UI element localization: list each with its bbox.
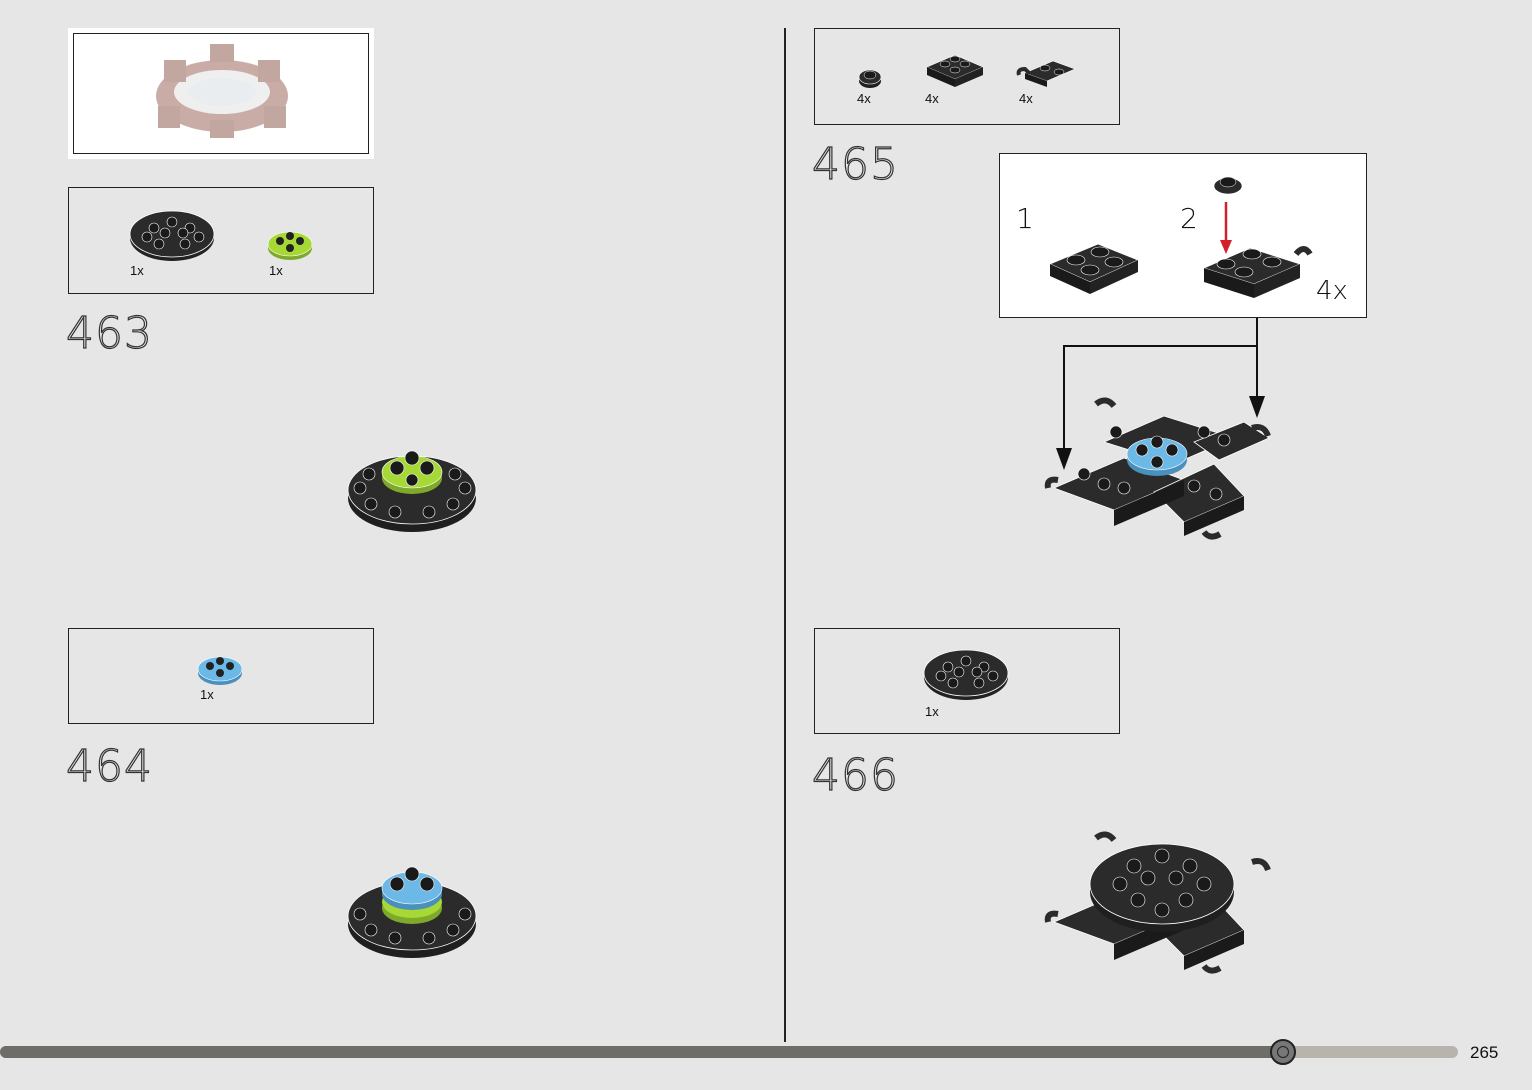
round-plate-2x2-azure-icon <box>197 651 247 691</box>
round-plate-4x4-black-icon <box>129 204 219 264</box>
part-quantity: 4x <box>1019 91 1033 106</box>
page-number: 265 <box>1470 1043 1498 1063</box>
step-number: 465 <box>812 143 899 187</box>
step-465-parts-callout: 4x 4x 4x <box>814 28 1120 125</box>
step-465-model-image <box>1044 392 1284 542</box>
substep-number: 1 <box>1016 202 1034 235</box>
step-number: 466 <box>812 754 899 798</box>
step-464-model-image <box>345 860 485 970</box>
step-463-parts-callout: 1x 1x <box>68 187 374 294</box>
round-plate-4x4-black-icon <box>923 643 1013 703</box>
progress-slider-handle[interactable] <box>1270 1039 1296 1065</box>
part-quantity: 1x <box>925 704 939 719</box>
part-quantity: 4x <box>925 91 939 106</box>
progress-bar-fill <box>0 1046 1283 1058</box>
step-466-model-image <box>1044 826 1284 976</box>
previous-step-thumbnail <box>68 28 374 159</box>
plate-2x2-black-icon <box>923 49 987 89</box>
substep-2-plate-with-clip-image <box>1200 168 1330 298</box>
subassembly-multiplier: 4x <box>1316 276 1348 306</box>
progress-bar[interactable] <box>0 1046 1458 1058</box>
round-plate-1x1-black-icon <box>857 67 887 93</box>
step-number: 464 <box>66 745 153 789</box>
step-463-model-image <box>345 440 485 540</box>
part-quantity: 1x <box>269 263 283 278</box>
part-quantity: 4x <box>857 91 871 106</box>
substep-number: 2 <box>1180 202 1198 235</box>
plate-with-clip-black-icon <box>1017 53 1081 93</box>
step-number: 463 <box>66 312 153 356</box>
step-464-parts-callout: 1x <box>68 628 374 724</box>
part-quantity: 1x <box>200 687 214 702</box>
page-divider <box>784 28 786 1042</box>
brown-ring-assembly-image <box>72 32 372 157</box>
part-quantity: 1x <box>130 263 144 278</box>
round-plate-2x2-lime-icon <box>267 226 317 266</box>
subassembly-callout: 1 2 4x <box>999 153 1367 318</box>
substep-1-plate-image <box>1046 238 1146 308</box>
step-466-parts-callout: 1x <box>814 628 1120 734</box>
